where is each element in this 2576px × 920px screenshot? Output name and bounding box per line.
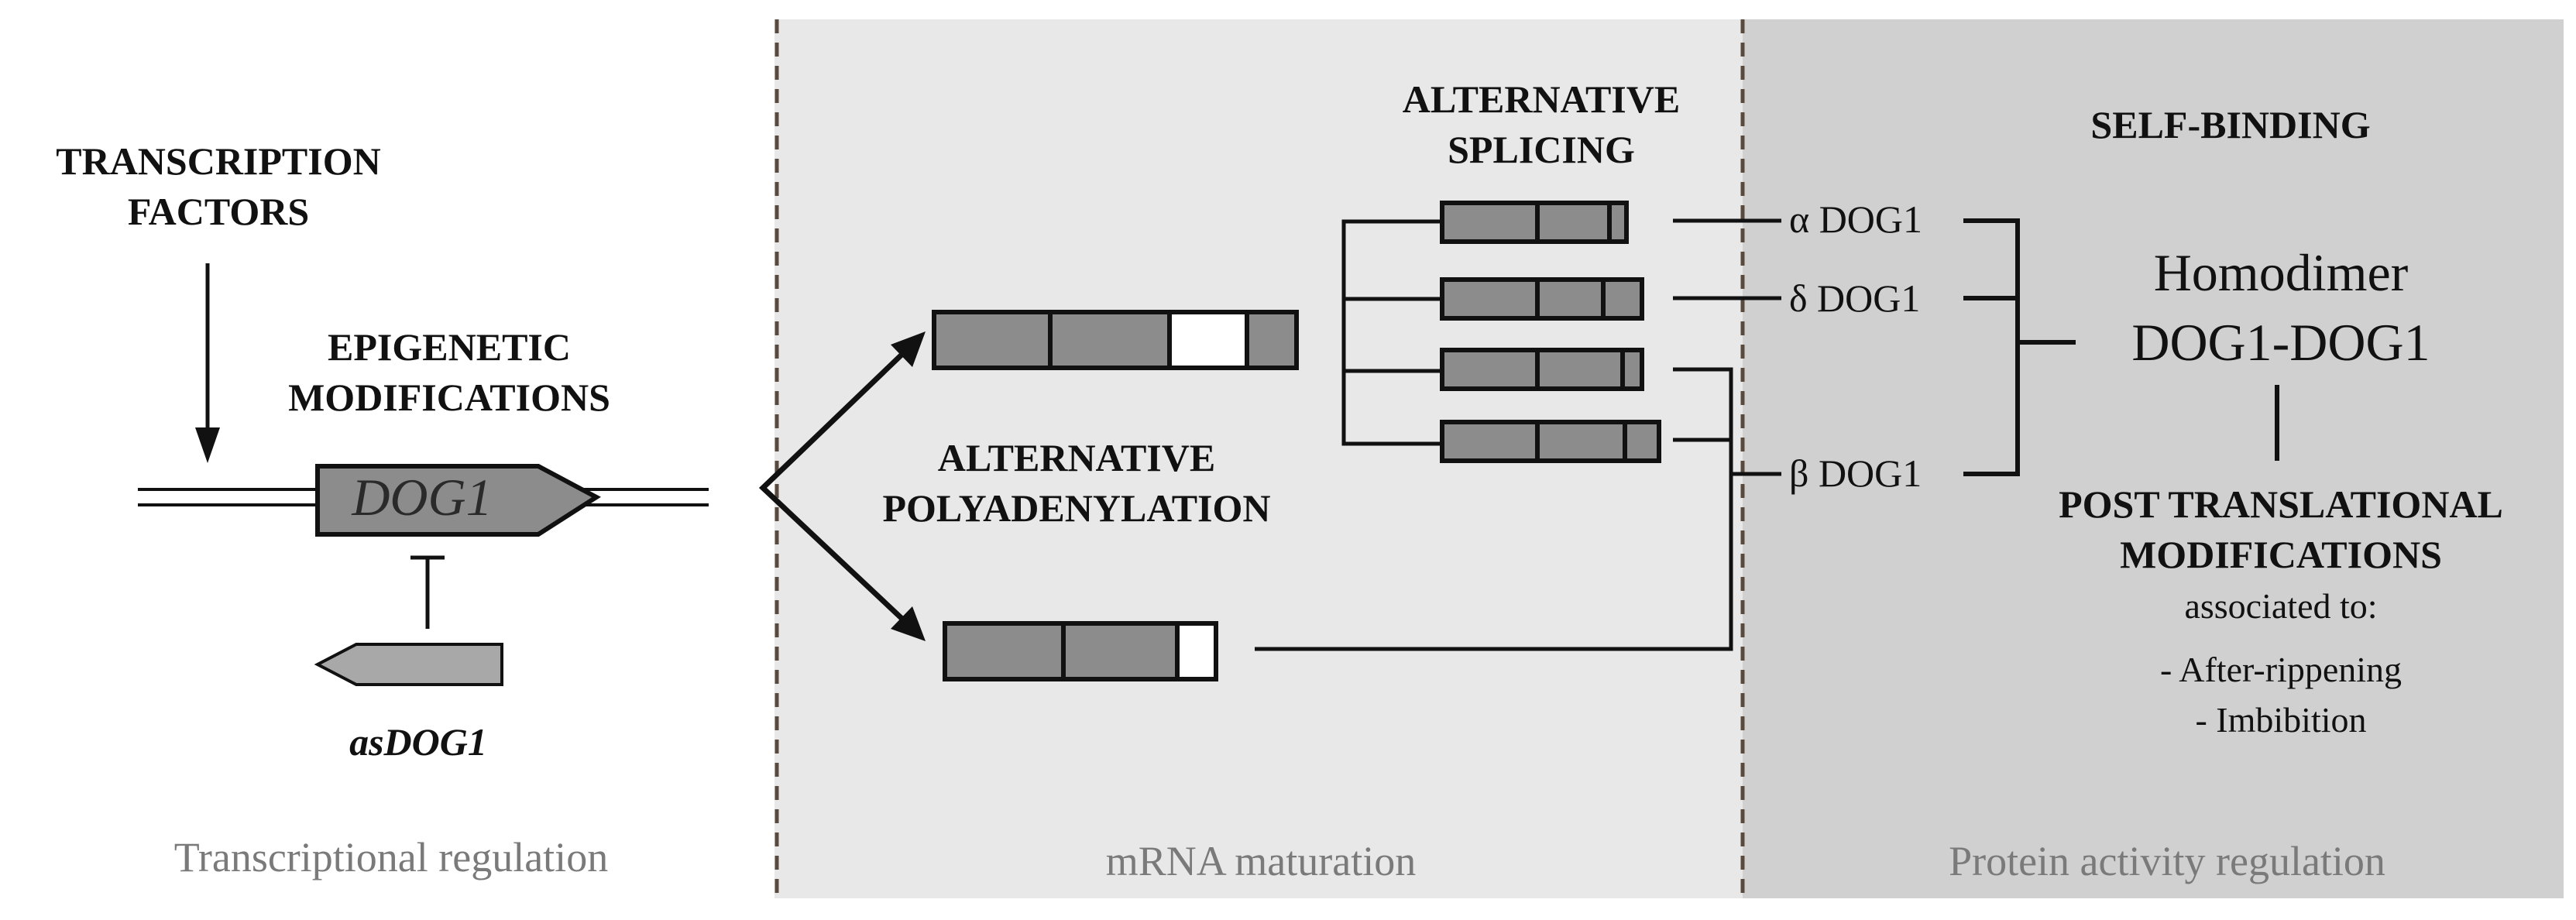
epigenetic-label: EPIGENETIC MODIFICATIONS xyxy=(288,325,610,419)
connector-beta xyxy=(1255,367,1781,651)
panel-transcription-bg xyxy=(0,0,775,916)
asdog1-shape xyxy=(314,643,503,686)
isoform-alpha-transcript xyxy=(1440,201,1629,244)
dog1-gene-label: DOG1 xyxy=(351,468,492,527)
splicing-bracket xyxy=(1341,219,1444,446)
epi-line-1: EPIGENETIC xyxy=(328,325,571,369)
homodimer-line-1: Homodimer xyxy=(2154,243,2409,302)
epi-line-2: MODIFICATIONS xyxy=(288,376,610,419)
homodimer-label: Homodimer DOG1-DOG1 xyxy=(2131,243,2430,372)
panel-protein-bg xyxy=(1743,19,2564,898)
isoform-beta-label: β DOG1 xyxy=(1789,451,1922,495)
self-binding-label: SELF-BINDING xyxy=(2090,103,2370,146)
caption-transcription: Transcriptional regulation xyxy=(174,834,608,881)
polyA-line-1: ALTERNATIVE xyxy=(938,436,1215,479)
caption-protein: Protein activity regulation xyxy=(1949,838,2385,884)
caption-mrna: mRNA maturation xyxy=(1106,838,1416,884)
isoform-delta-transcript xyxy=(1440,277,1644,321)
isoform-beta2-transcript xyxy=(1440,420,1661,463)
branch-lines xyxy=(758,337,920,636)
ptm-line-1: POST TRANSLATIONAL xyxy=(2059,482,2503,526)
tf-line-2: FACTORS xyxy=(128,190,309,233)
tf-arrow-head xyxy=(195,427,220,463)
arrow-head-lower xyxy=(891,606,926,641)
condition-imbibition: - Imbibition xyxy=(2195,700,2366,740)
tf-line-1: TRANSCRIPTION xyxy=(56,139,381,183)
ptm-label: POST TRANSLATIONAL MODIFICATIONS xyxy=(2059,482,2503,576)
arrow-head-upper xyxy=(891,331,926,367)
dog1-gene-shape xyxy=(315,464,601,537)
splicing-label: ALTERNATIVE SPLICING xyxy=(1403,77,1680,171)
transcript-long xyxy=(932,310,1299,370)
associated-label: associated to: xyxy=(2184,586,2377,626)
isoform-alpha-label: α DOG1 xyxy=(1789,197,1922,241)
isoform-beta1-transcript xyxy=(1440,348,1644,391)
splicing-line-1: ALTERNATIVE xyxy=(1403,77,1680,121)
ptm-line-2: MODIFICATIONS xyxy=(2120,533,2442,576)
isoform-merge-bracket xyxy=(1963,218,2076,476)
polyA-line-2: POLYADENYLATION xyxy=(882,486,1270,530)
isoform-delta-label: δ DOG1 xyxy=(1789,276,1920,320)
transcript-short xyxy=(943,621,1218,681)
splicing-line-2: SPLICING xyxy=(1448,128,1635,171)
asdog1-label: asDOG1 xyxy=(349,720,487,764)
condition-after-ripening: - After-rippening xyxy=(2160,650,2402,689)
polyadenylation-label: ALTERNATIVE POLYADENYLATION xyxy=(882,436,1270,530)
transcription-factors-label: TRANSCRIPTION FACTORS xyxy=(56,139,381,233)
homodimer-line-2: DOG1-DOG1 xyxy=(2131,313,2430,372)
